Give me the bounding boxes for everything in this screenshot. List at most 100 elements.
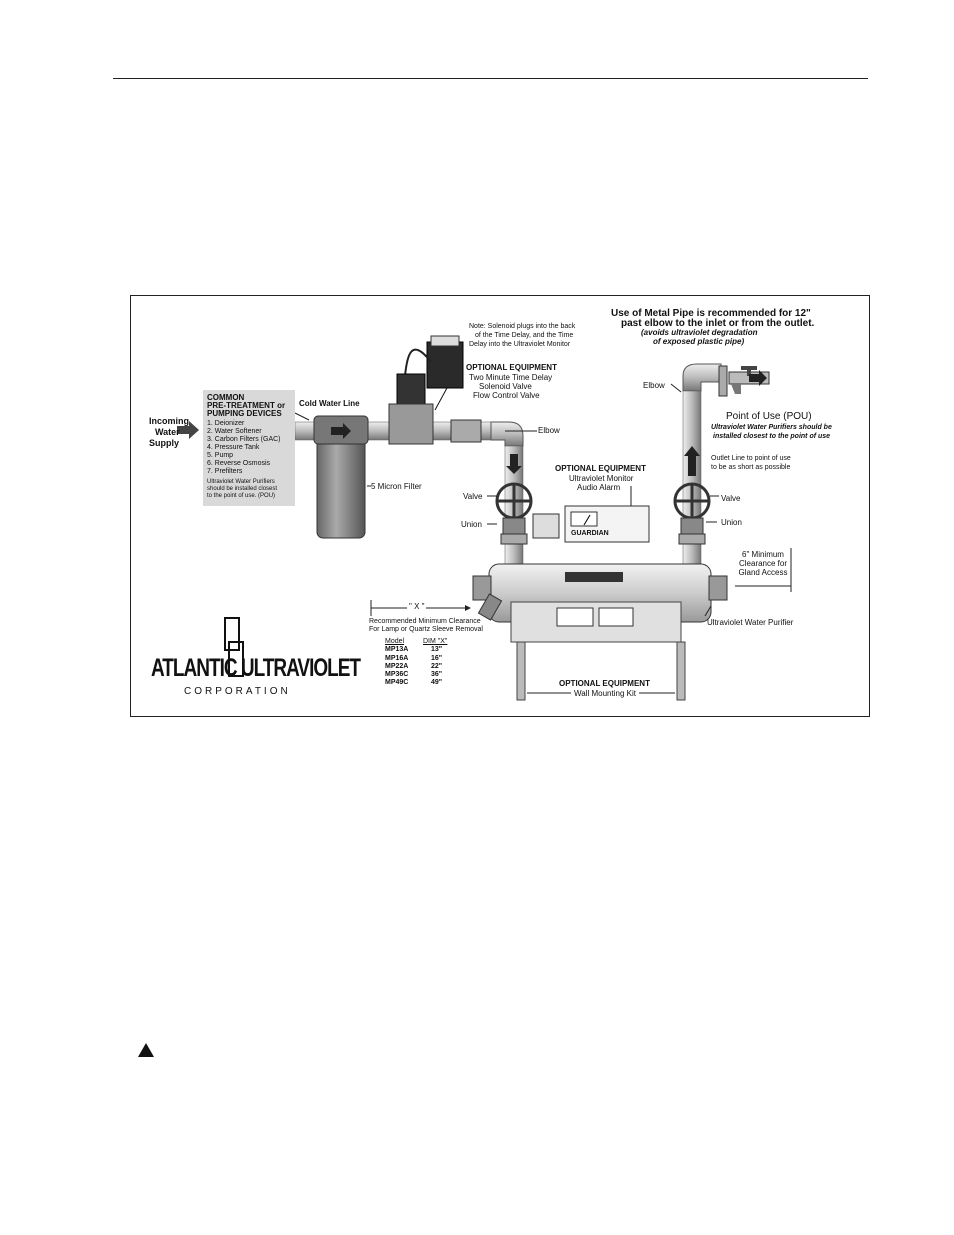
pretreatment-item: 6. Reverse Osmosis xyxy=(207,460,271,467)
incoming-label-2: Water xyxy=(155,427,180,437)
model-name: MP49C xyxy=(385,679,409,687)
micron-filter-label: 5 Micron Filter xyxy=(371,482,422,491)
purifier-label: Ultraviolet Water Purifier xyxy=(707,618,794,627)
time-delay-unit xyxy=(532,513,560,539)
optional-equipment-3-line: Wall Mounting Kit xyxy=(571,689,639,698)
pretreatment-title-3: PUMPING DEVICES xyxy=(207,409,282,418)
pou-note-2: installed closest to the point of use xyxy=(713,433,831,440)
model-name: MP13A xyxy=(385,646,409,654)
model-row: MP13A 13" xyxy=(385,646,447,654)
optional-equipment-2-title: OPTIONAL EQUIPMENT xyxy=(555,464,646,473)
valve-right-label: Valve xyxy=(721,494,741,503)
optional-equipment-2-line: Audio Alarm xyxy=(577,483,621,492)
model-table-header: Model DIM "X" xyxy=(385,638,447,646)
metal-pipe-note-1: Use of Metal Pipe is recommended for 12" xyxy=(611,308,811,319)
mount-leg-left xyxy=(516,641,526,701)
model-dim: 36" xyxy=(431,671,443,679)
model-name: MP16A xyxy=(385,654,409,662)
optional-equipment-1-line: Flow Control Valve xyxy=(473,391,540,400)
solenoid-body xyxy=(388,403,434,445)
model-name: MP36C xyxy=(385,671,409,679)
pretreatment-item: 2. Water Softener xyxy=(207,428,262,435)
model-row: MP36C 36" xyxy=(385,671,447,679)
elbow-left-label: Elbow xyxy=(538,426,560,435)
pretreatment-item: 3. Carbon Filters (GAC) xyxy=(207,436,281,443)
model-row: MP16A 16" xyxy=(385,655,447,663)
uv-purifier-base xyxy=(510,601,682,643)
pretreatment-item: 4. Pressure Tank xyxy=(207,444,260,451)
metal-pipe-note-3: (avoids ultraviolet degradation xyxy=(641,328,758,337)
metal-pipe-note-4: of exposed plastic pipe) xyxy=(653,337,745,346)
optional-equipment-1-title: OPTIONAL EQUIPMENT xyxy=(466,363,557,372)
incoming-arrow xyxy=(177,421,199,439)
metal-pipe-note-2: past elbow to the inlet or from the outl… xyxy=(621,318,815,329)
flow-control-valve xyxy=(450,419,482,443)
pretreatment-item: 1. Deionizer xyxy=(207,420,245,427)
pou-title: Point of Use (POU) xyxy=(726,411,812,422)
model-name: MP22A xyxy=(385,662,409,670)
dim-header: DIM "X" xyxy=(423,638,448,645)
right-union xyxy=(678,533,706,545)
solenoid-note-3: Delay into the Ultraviolet Monitor xyxy=(469,341,571,348)
outlet-line-note-2: to be as short as possible xyxy=(711,464,791,471)
pretreatment-note-3: to the point of use. (POU) xyxy=(207,493,276,499)
pretreatment-note-2: should be installed closest xyxy=(207,486,278,492)
pretreatment-title-1: COMMON xyxy=(207,393,245,402)
model-row: MP49C 49" xyxy=(385,679,447,687)
warning-triangle-icon xyxy=(138,1043,154,1057)
union-right-label: Union xyxy=(721,518,742,527)
pretreatment-item: 7. Prefilters xyxy=(207,468,243,475)
solenoid-note-2: of the Time Delay, and the Time xyxy=(475,332,574,339)
optional-equipment-3-title: OPTIONAL EQUIPMENT xyxy=(559,679,650,688)
logo-u-mark xyxy=(228,641,244,677)
header-rule xyxy=(113,78,868,79)
diagram-graphics xyxy=(177,335,792,701)
company-logo-wordmark: ATLANTIC ULTRAVIOLET xyxy=(151,655,361,683)
model-dim: 49" xyxy=(431,679,443,687)
monitor-brand: GUARDIAN xyxy=(571,530,609,537)
valve-left-label: Valve xyxy=(463,492,483,501)
incoming-label-3: Supply xyxy=(149,438,180,448)
optional-equipment-1-line: Solenoid Valve xyxy=(479,382,532,391)
solenoid-valve xyxy=(396,373,426,405)
installation-diagram: Incoming Water Supply COMMON PRE-TREATME… xyxy=(130,295,870,717)
model-dim: 16" xyxy=(431,654,443,662)
optional-equipment-1-line: Two Minute Time Delay xyxy=(469,373,553,382)
time-delay-box xyxy=(426,341,464,389)
pretreatment-item: 5. Pump xyxy=(207,452,234,459)
left-down-arrow xyxy=(506,454,522,474)
pretreatment-note-1: Ultraviolet Water Purifiers xyxy=(207,479,275,485)
clearance-note-2: Clearance for xyxy=(738,559,788,568)
pou-arrow xyxy=(749,370,767,386)
time-delay-top xyxy=(430,335,460,347)
logo-a-mark xyxy=(224,617,240,651)
incoming-label-1: Incoming xyxy=(149,416,189,426)
pou-flange xyxy=(718,365,728,397)
clearance-note-1: 6" Minimum xyxy=(742,550,784,559)
pretreatment-box: COMMON PRE-TREATMENT or PUMPING DEVICES … xyxy=(203,390,295,506)
mount-leg-right xyxy=(676,641,686,701)
company-logo-subtitle: CORPORATION xyxy=(184,686,291,697)
union-left-label: Union xyxy=(461,520,482,529)
pou-note-1: Ultraviolet Water Purifiers should be xyxy=(711,424,832,431)
model-row: MP22A 22" xyxy=(385,663,447,671)
model-table: Model DIM "X" MP13A 13" MP16A 16" MP22A 22"… xyxy=(385,638,447,688)
recommended-clearance-1: Recommended Minimum Clearance xyxy=(369,618,481,625)
recommended-clearance-2: For Lamp or Quartz Sleeve Removal xyxy=(369,626,483,633)
model-dim: 22" xyxy=(431,662,443,670)
clearance-note-3: Gland Access xyxy=(738,568,788,577)
uv-purifier-nameplate xyxy=(565,572,623,582)
model-dim: 13" xyxy=(431,646,443,654)
filter-flow-arrow xyxy=(331,423,351,439)
elbow-right-label: Elbow xyxy=(643,381,665,390)
faucet-handle xyxy=(741,366,757,370)
pretreatment-title-2: PRE-TREATMENT or xyxy=(207,401,286,410)
left-union xyxy=(500,533,528,545)
right-up-arrow xyxy=(684,446,700,476)
model-header: Model xyxy=(385,638,405,645)
cold-water-line-label: Cold Water Line xyxy=(299,399,360,408)
optional-equipment-2-line: Ultraviolet Monitor xyxy=(569,474,634,483)
dim-x-label: " X " xyxy=(407,602,427,611)
outlet-line-note-1: Outlet Line to point of use xyxy=(711,455,791,462)
solenoid-note-1: Note: Solenoid plugs into the back xyxy=(469,323,576,330)
